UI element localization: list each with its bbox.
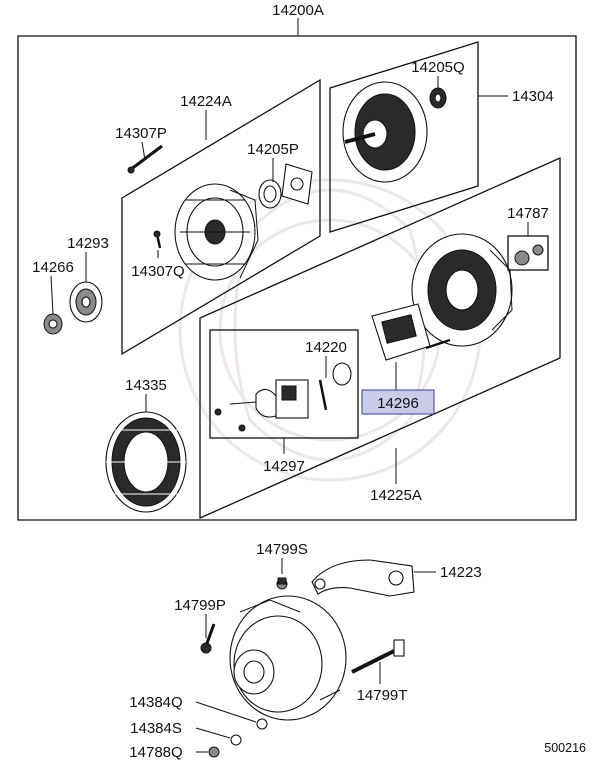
bolt-14799S[interactable]: [276, 577, 288, 590]
diagram-id: 500216: [544, 741, 586, 755]
callout-14205P[interactable]: 14205P: [247, 141, 299, 158]
rectifier-part[interactable]: [371, 303, 451, 361]
pulley-14293[interactable]: [69, 281, 103, 323]
nut-set-14787[interactable]: [507, 235, 549, 271]
callout-14384Q[interactable]: 14384Q: [129, 694, 182, 711]
stator-14335[interactable]: [105, 411, 187, 513]
bearing-14205P[interactable]: [258, 179, 282, 209]
bearing-retainer-plate[interactable]: [281, 163, 313, 205]
callout-14220[interactable]: 14220: [305, 339, 347, 356]
bracket-14223[interactable]: [311, 559, 415, 597]
washer-14384S[interactable]: [230, 734, 242, 746]
callout-14335[interactable]: 14335: [125, 377, 167, 394]
callout-14799T[interactable]: 14799T: [357, 687, 408, 704]
callout-14799S[interactable]: 14799S: [256, 541, 308, 558]
callout-14788Q[interactable]: 14788Q: [129, 744, 182, 761]
callout-14293[interactable]: 14293: [67, 235, 109, 252]
front-bracket-box: [199, 156, 561, 520]
callout-14787[interactable]: 14787: [507, 205, 549, 222]
rotor-box: [329, 41, 479, 233]
nut-14788Q[interactable]: [208, 746, 220, 758]
rear-housing-box: [121, 78, 321, 356]
callout-14307P[interactable]: 14307P: [115, 125, 167, 142]
alternator-assembly[interactable]: [229, 595, 347, 721]
brush-holder-part[interactable]: [214, 379, 328, 432]
bolt-14799T[interactable]: [351, 639, 405, 674]
callout-14296-highlight[interactable]: [361, 389, 435, 415]
rotor-14304[interactable]: [342, 81, 428, 183]
bolt-14799P[interactable]: [200, 623, 216, 654]
callout-14266[interactable]: 14266: [32, 259, 74, 276]
front-bracket-part[interactable]: [411, 233, 513, 347]
callout-14384S[interactable]: 14384S: [130, 720, 182, 737]
callout-14200A[interactable]: 14200A: [272, 2, 324, 19]
callout-14799P[interactable]: 14799P: [174, 597, 226, 614]
callout-14205Q[interactable]: 14205Q: [411, 59, 464, 76]
washer-14384Q[interactable]: [256, 718, 268, 730]
callout-14224A[interactable]: 14224A: [180, 93, 232, 110]
callout-14223[interactable]: 14223: [440, 564, 482, 581]
callout-14304[interactable]: 14304: [512, 88, 554, 105]
assembly-frame: [17, 35, 577, 521]
callout-14307Q[interactable]: 14307Q: [131, 263, 184, 280]
callout-14225A[interactable]: 14225A: [370, 487, 422, 504]
screw-14307Q[interactable]: [153, 230, 162, 249]
nut-14266[interactable]: [43, 313, 63, 335]
bolt-14307P[interactable]: [127, 144, 163, 174]
callout-14296[interactable]: 14296: [377, 395, 419, 412]
bearing-14205Q[interactable]: [429, 87, 447, 109]
rear-housing-part[interactable]: [174, 183, 259, 281]
callout-14297[interactable]: 14297: [263, 458, 305, 475]
gasket-14220[interactable]: [332, 362, 352, 386]
